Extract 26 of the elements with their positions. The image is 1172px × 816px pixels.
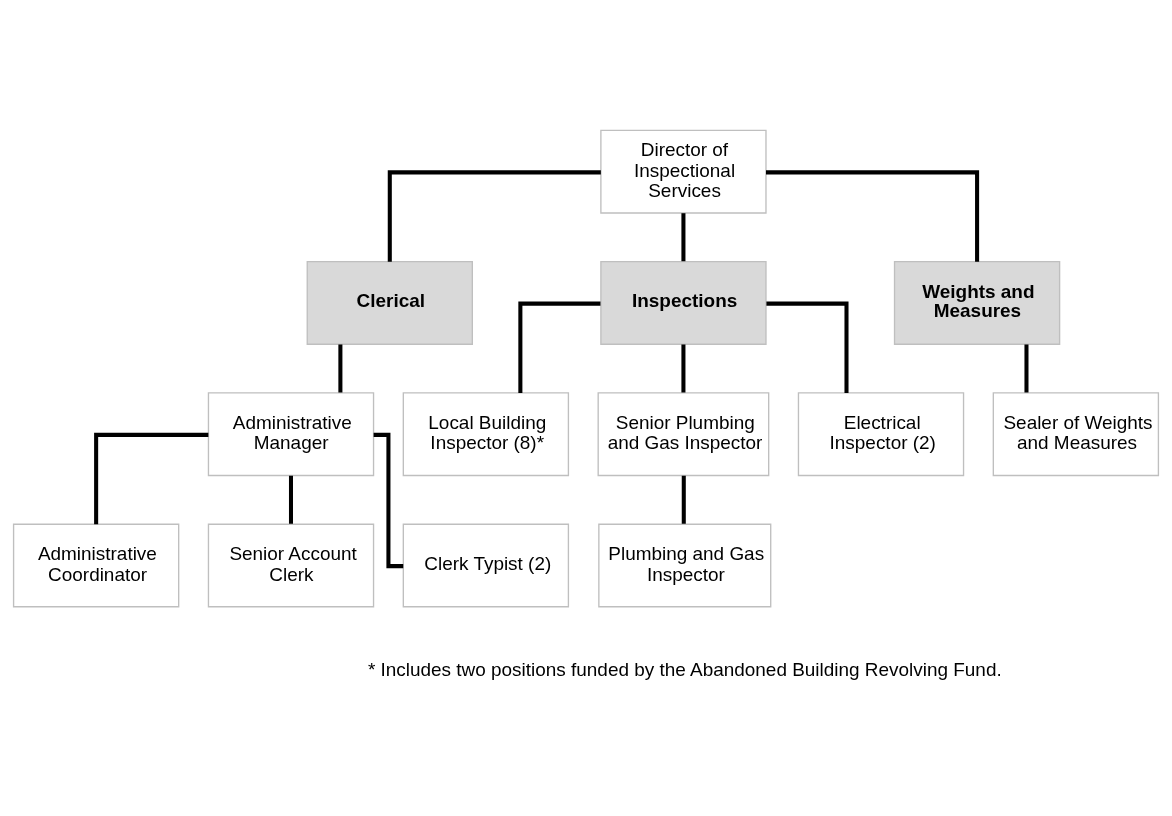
label: * Includes two positions funded by the Abandoned Building Revolving Fund. [367, 658, 1002, 680]
node-box: Plumbing and Gas Inspector [598, 523, 772, 607]
connector [681, 344, 686, 392]
node-box: Senior Plumbing and Gas Inspector [597, 391, 770, 476]
node-box: Weights and Measures [893, 260, 1061, 345]
connector [681, 212, 686, 261]
connector [94, 432, 209, 524]
node-box: Senior Account Clerk [207, 523, 375, 607]
node-box: Inspections [600, 260, 767, 345]
node-box: Director of Inspectional Services [600, 129, 767, 214]
node-box: Clerk Typist (2) [402, 523, 570, 607]
node-box: Local Building Inspector (8)* [402, 391, 570, 476]
connector [1024, 344, 1029, 392]
node-box: Administrative Manager [207, 391, 375, 476]
node-box: Clerical [306, 260, 473, 345]
connector [681, 475, 686, 524]
node-box: Electrical Inspector (2) [797, 391, 965, 476]
connector [766, 169, 980, 262]
connector [373, 432, 404, 568]
node-box: Administrative Coordinator [12, 523, 180, 607]
node-box: Sealer of Weights and Measures [992, 391, 1160, 476]
connector [288, 475, 294, 524]
connector [766, 301, 849, 393]
connector [518, 301, 601, 393]
connector [387, 169, 601, 262]
connector [338, 344, 343, 392]
